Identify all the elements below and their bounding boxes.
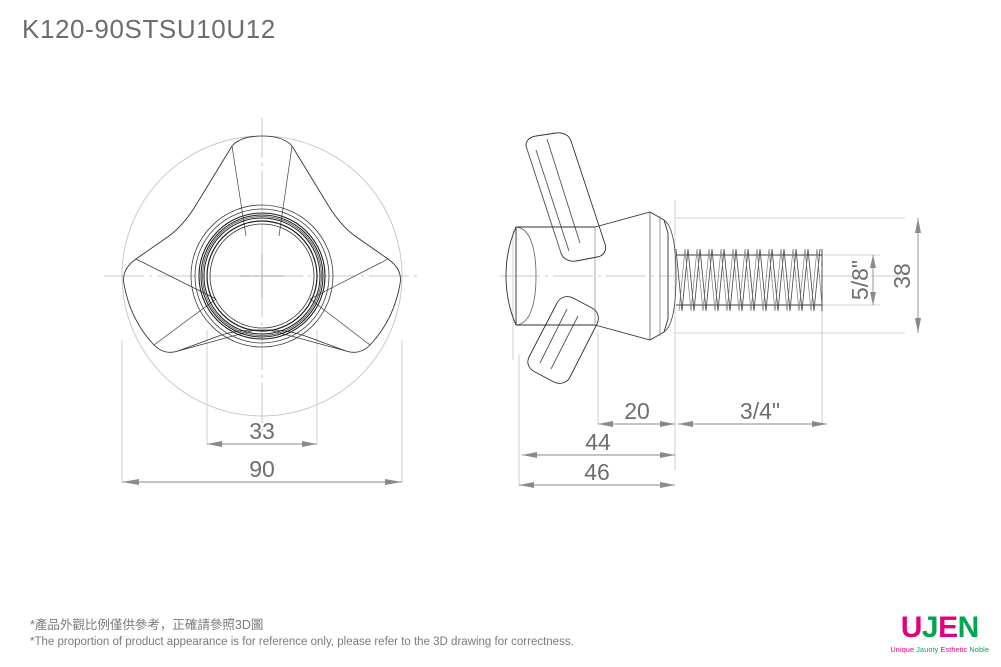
brand-letter-n: N [957, 610, 980, 644]
side-view: 5/8" 38 20 3/4" 44 [500, 132, 921, 488]
dimension-overall-length-inner: 44 [522, 429, 675, 458]
brand-tagline-word-esthetic: Esthetic [940, 644, 968, 654]
brand-tagline-word-jaunty: Jaunty [916, 644, 939, 654]
dimension-label-38: 38 [889, 263, 915, 289]
dimension-label-20: 20 [624, 398, 650, 424]
page-title: K120-90STSU10U12 [22, 14, 276, 44]
bore-center-cross [240, 254, 284, 298]
dimension-label-46: 46 [584, 459, 610, 485]
note-chinese: *產品外觀比例僅供參考，正確請參照3D圖 [30, 618, 264, 633]
dimension-label-thread-diameter: 5/8" [847, 260, 873, 300]
dimension-label-33: 33 [249, 418, 275, 444]
dimension-knob-outer-diameter: 90 [122, 456, 402, 485]
dimension-overall-length: 46 [519, 459, 675, 488]
dimension-thread-length: 3/4" [678, 398, 827, 427]
brand-tagline-word-unique: Unique [890, 644, 915, 654]
knob-lobe-outline [123, 135, 401, 353]
front-view: 33 90 [104, 118, 421, 485]
thread-profile [675, 248, 821, 312]
center-bore-circles [190, 204, 334, 348]
threaded-stud [675, 248, 823, 312]
front-view-extension-lines [121, 330, 403, 482]
dimension-bore-diameter: 33 [207, 418, 317, 447]
thread-profile-secondary [678, 248, 823, 312]
knob-barrel-outline [516, 211, 677, 341]
brand-letter-j: J [921, 610, 939, 644]
knob-head-outline [505, 132, 607, 384]
brand-logo: UJEN Unique Jaunty Esthetic Noble [890, 610, 989, 653]
dimension-label-90: 90 [249, 456, 275, 482]
dimension-thread-diameter: 5/8" [847, 255, 876, 305]
brand-tagline-word-noble: Noble [969, 644, 989, 654]
brand-wordmark: UJEN [890, 610, 989, 644]
brand-letter-u: U [900, 610, 923, 644]
dimension-body-diameter: 38 [889, 218, 921, 333]
side-view-extension-lines [512, 200, 905, 485]
front-view-centerlines [104, 118, 421, 436]
note-english: *The proportion of product appearance is… [30, 636, 574, 649]
dimension-body-length: 20 [598, 398, 675, 427]
dimension-label-thread-length: 3/4" [740, 398, 780, 424]
brand-tagline: Unique Jaunty Esthetic Noble [890, 646, 989, 653]
dimension-label-44: 44 [585, 429, 611, 455]
brand-letter-e: E [938, 610, 958, 644]
footer-notes: *產品外觀比例僅供參考，正確請參照3D圖 *The proportion of … [30, 616, 574, 651]
